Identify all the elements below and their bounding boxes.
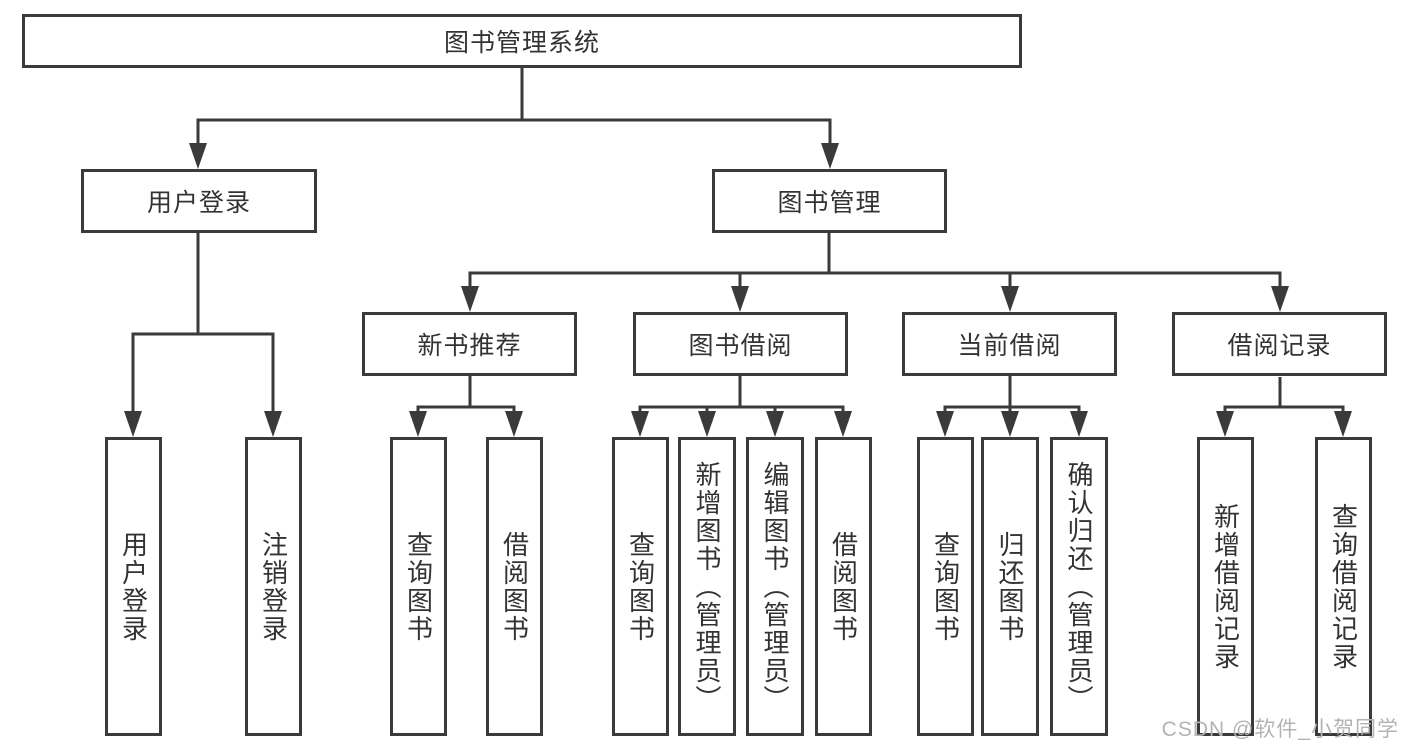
leaf-query-books-current: 查询图书 xyxy=(917,437,974,736)
leaf-add-borrow-record: 新增借阅记录 xyxy=(1197,437,1254,736)
leaf-confirm-return-admin: 确认归还（管理员） xyxy=(1050,437,1108,736)
leaf-return-book: 归还图书 xyxy=(981,437,1039,736)
leaf-add-book-admin: 新增图书（管理员） xyxy=(678,437,736,736)
node-new-book-recommend: 新书推荐 xyxy=(362,312,577,376)
csdn-watermark: CSDN @软件_小贺同学 xyxy=(1161,718,1399,741)
leaf-query-books-recommend: 查询图书 xyxy=(390,437,447,736)
arrowheads xyxy=(124,143,1352,437)
node-borrow-records: 借阅记录 xyxy=(1172,312,1387,376)
node-root-system: 图书管理系统 xyxy=(22,14,1022,68)
node-book-borrow: 图书借阅 xyxy=(633,312,848,376)
node-user-login: 用户登录 xyxy=(81,169,317,233)
leaf-borrow-books: 借阅图书 xyxy=(815,437,872,736)
leaf-query-borrow-record: 查询借阅记录 xyxy=(1315,437,1372,736)
leaf-query-books-borrow: 查询图书 xyxy=(612,437,669,736)
node-current-borrow: 当前借阅 xyxy=(902,312,1117,376)
leaf-user-login: 用户登录 xyxy=(105,437,162,736)
leaf-borrow-books-recommend: 借阅图书 xyxy=(486,437,543,736)
node-book-management: 图书管理 xyxy=(712,169,947,233)
leaf-logout: 注销登录 xyxy=(245,437,302,736)
leaf-edit-book-admin: 编辑图书（管理员） xyxy=(746,437,804,736)
